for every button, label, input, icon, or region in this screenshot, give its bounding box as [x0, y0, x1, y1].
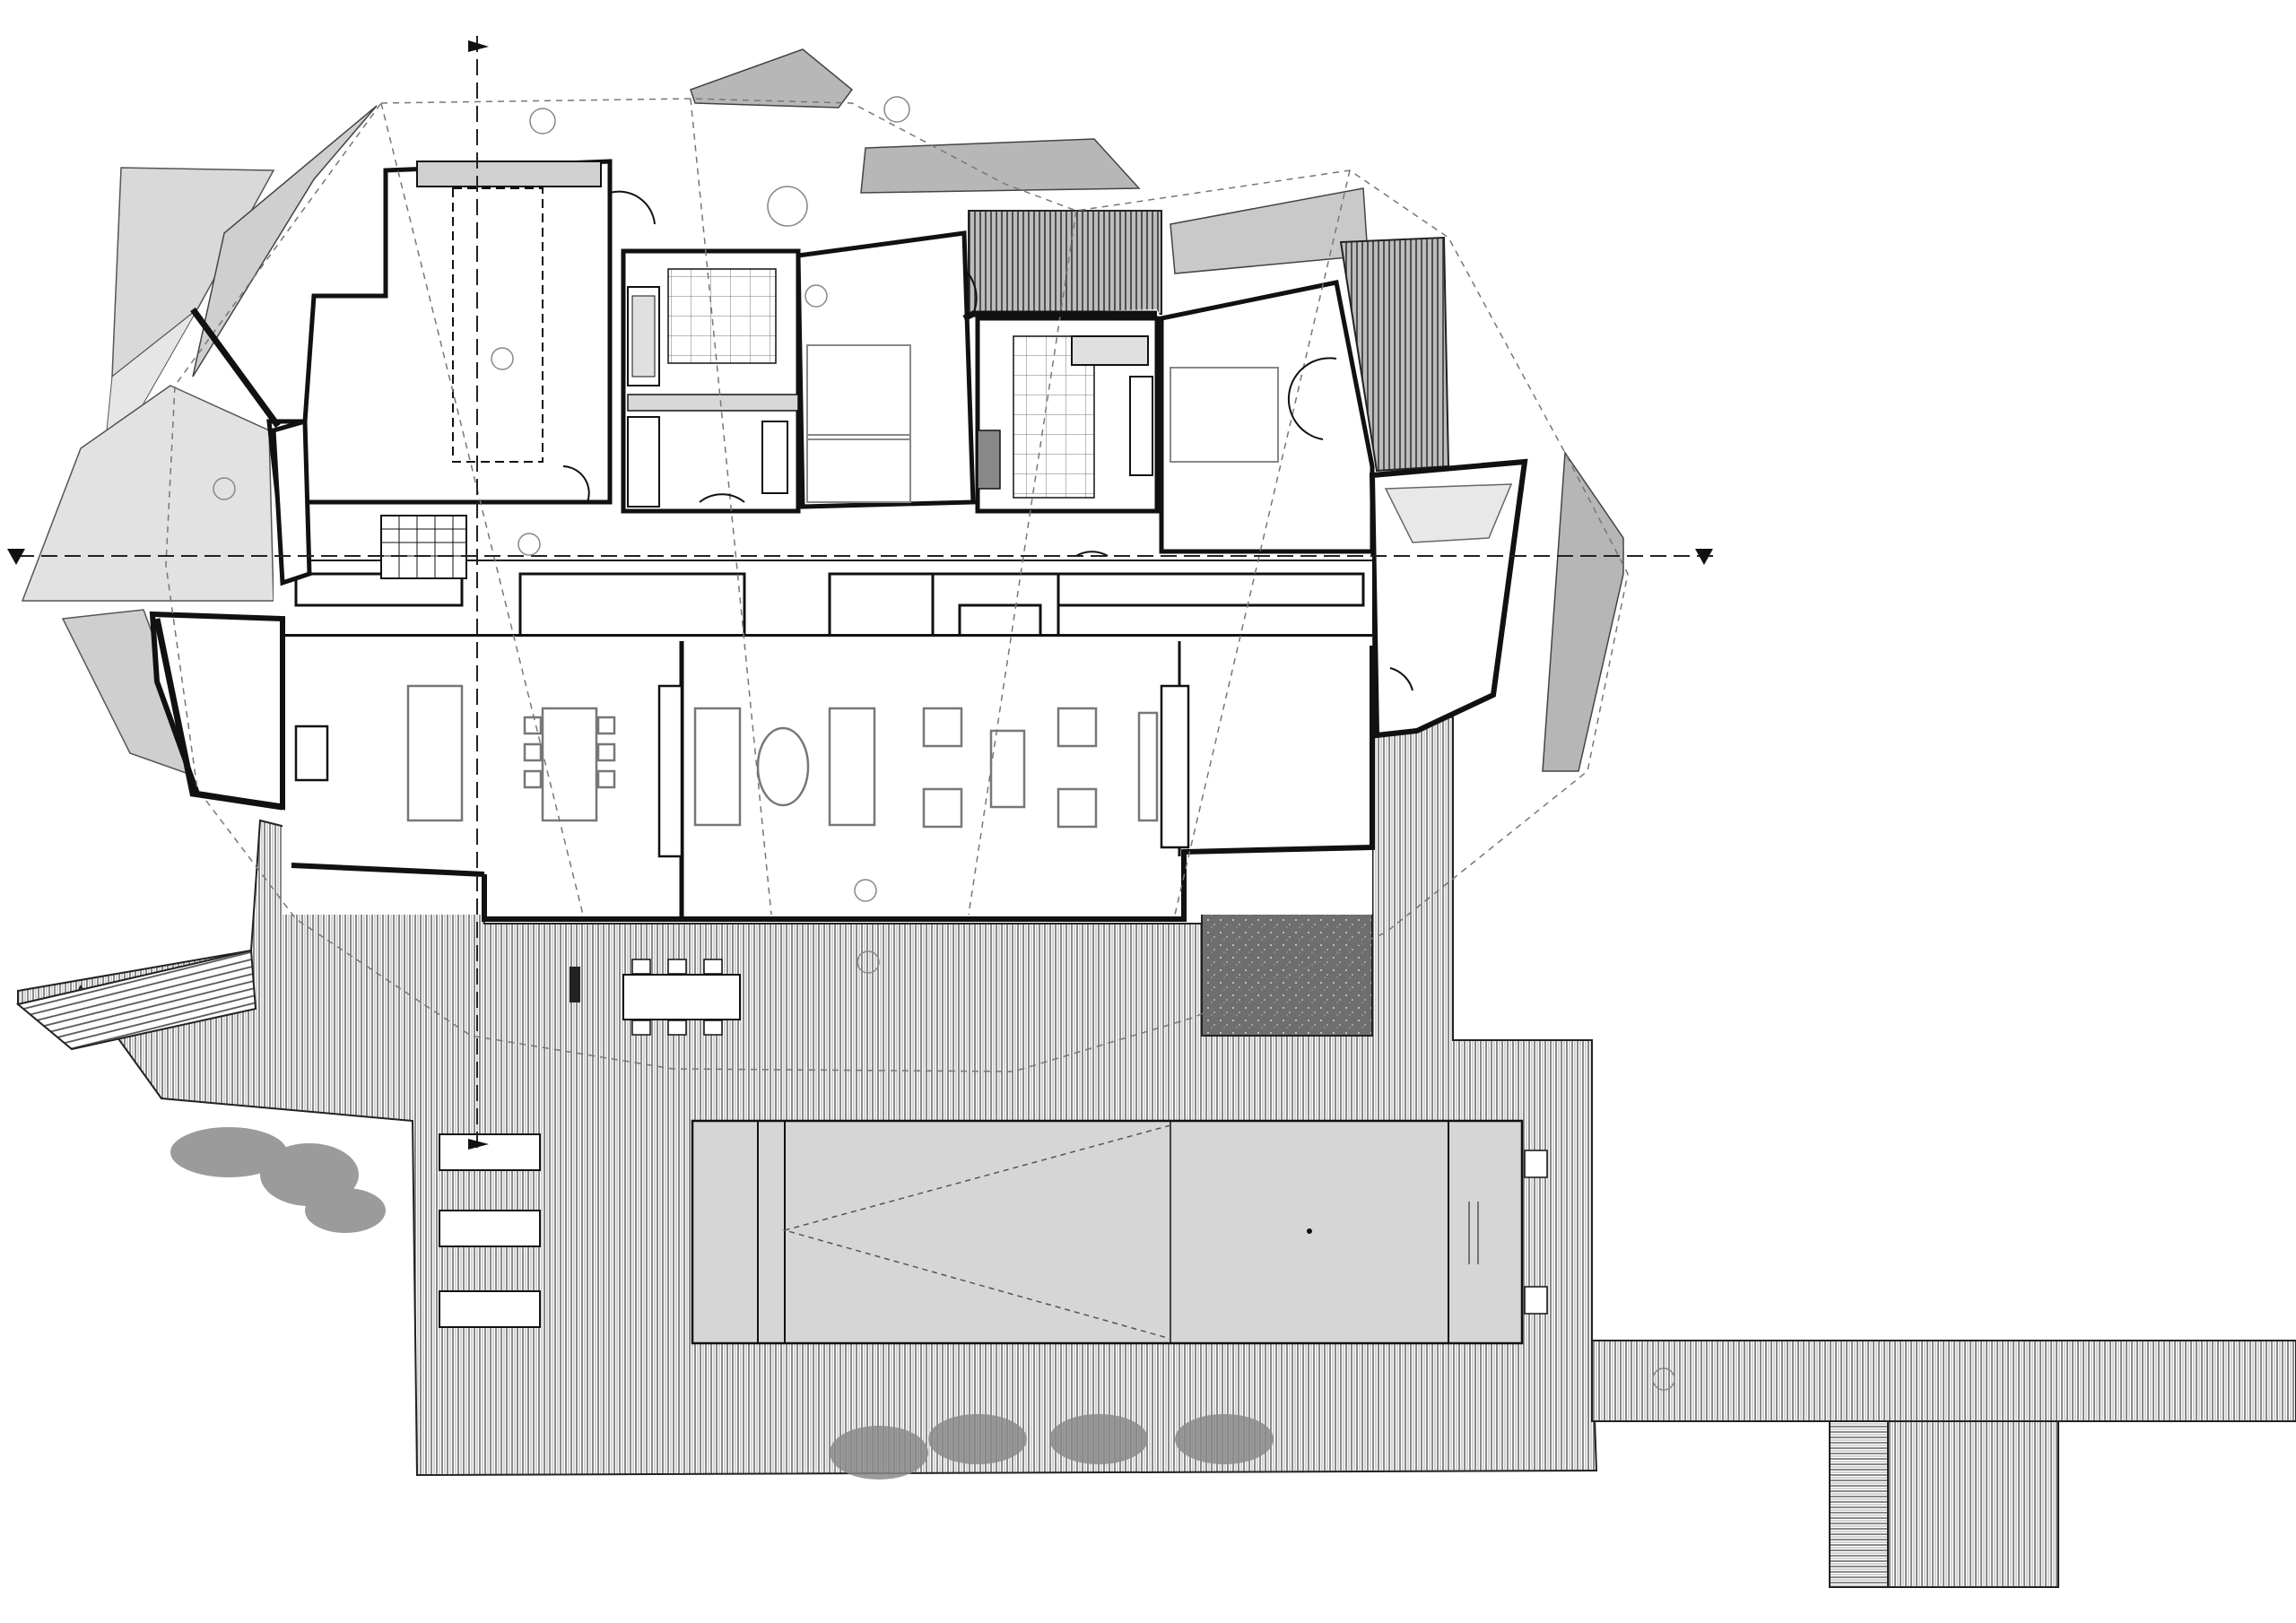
outdoor-dining-table [570, 959, 741, 1036]
section-marker-icon [7, 40, 1713, 1150]
sun-loungers [439, 1133, 541, 1328]
vegetation-icon [170, 1127, 1274, 1480]
swimming-pool [691, 1119, 1548, 1345]
section-axis [18, 36, 1713, 1148]
dashed-sightlines [165, 98, 1629, 1072]
door-swing-icon [562, 190, 1413, 691]
interior-staircase [380, 515, 467, 579]
level-marker-icon [213, 96, 1675, 1391]
exterior-shading [21, 48, 1624, 782]
structural-walls [153, 307, 1157, 811]
interior-furniture [294, 684, 1190, 858]
building-footprint [149, 157, 1528, 922]
